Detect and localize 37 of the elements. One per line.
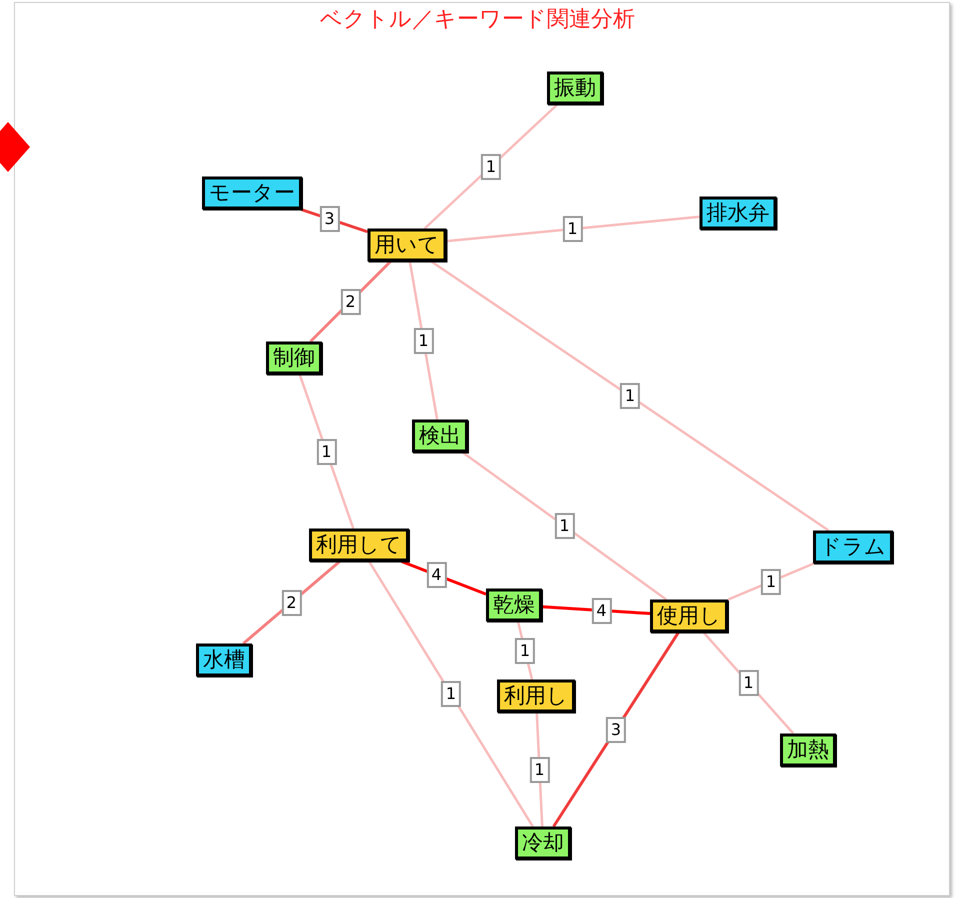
connector-line <box>446 215 700 242</box>
keyword-box: 利用し <box>497 680 575 712</box>
edge-label: 2 <box>340 288 361 314</box>
keyword-box: モーター <box>202 176 302 210</box>
edge-label: 4 <box>426 562 447 588</box>
edge-label: 4 <box>591 598 612 624</box>
edge-label: 1 <box>413 328 434 354</box>
connector-line <box>430 260 830 532</box>
keyword-box: 検出 <box>412 420 468 452</box>
edge-label: 1 <box>760 568 782 594</box>
keyword-box: ドラム <box>813 530 893 564</box>
keyword-box: 加熱 <box>780 734 836 766</box>
edge-label: 1 <box>529 756 550 782</box>
keyword-box: 排水弁 <box>700 196 776 230</box>
edge-label: 1 <box>738 670 759 696</box>
connector-line <box>368 560 534 828</box>
keyword-box: 使用し <box>650 600 728 632</box>
edge-label: 3 <box>606 716 626 742</box>
chart-title: ベクトル／キーワード関連分析 <box>319 6 636 34</box>
edge-label: 1 <box>440 681 462 707</box>
keyword-box: 振動 <box>547 72 603 104</box>
keyword-box: 水槽 <box>196 644 252 676</box>
edge-label: 1 <box>316 438 337 464</box>
keyword-box: 冷却 <box>515 826 571 860</box>
edge-label: 1 <box>514 638 536 664</box>
edge-label: 1 <box>480 154 502 180</box>
connector-line <box>552 632 680 828</box>
edge-label: 2 <box>281 590 302 616</box>
keyword-box: 用いて <box>368 228 446 262</box>
keyword-box: 制御 <box>266 342 322 374</box>
edge-label: 3 <box>319 206 340 232</box>
edge-label: 1 <box>554 513 575 539</box>
edge-label: 1 <box>620 383 640 409</box>
connector-line <box>462 451 667 601</box>
edge-label: 1 <box>562 216 583 242</box>
keyword-box: 乾燥 <box>486 588 542 622</box>
keyword-box: 利用して <box>309 528 409 562</box>
